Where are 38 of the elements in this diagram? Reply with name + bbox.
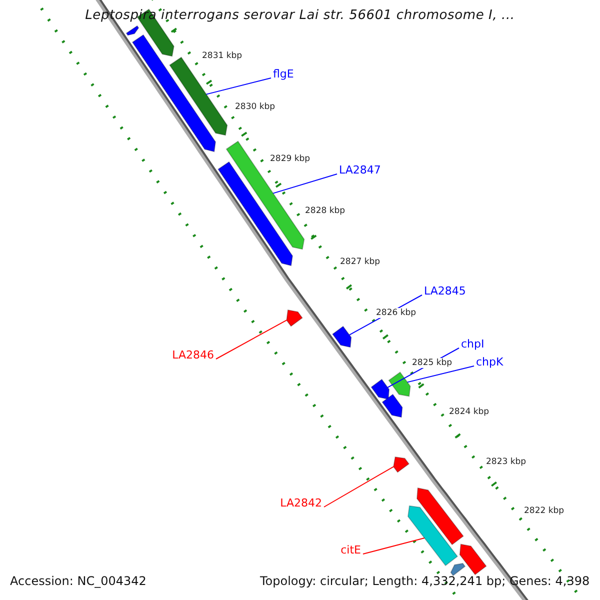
gene-feature — [218, 161, 294, 266]
gene-feature — [169, 56, 228, 136]
gene-feature — [286, 309, 303, 327]
position-label: 2831 kbp — [201, 51, 244, 61]
position-label: 2826 kbp — [375, 308, 418, 318]
position-label: 2827 kbp — [339, 257, 382, 267]
position-label: 2829 kbp — [269, 154, 312, 164]
leader-line — [216, 320, 288, 360]
position-label: 2824 kbp — [448, 407, 490, 417]
gene-feature — [382, 394, 403, 418]
position-label: 2823 kbp — [485, 457, 528, 467]
gene-label: LA2845 — [424, 284, 466, 298]
gene-feature — [450, 562, 466, 576]
position-label: 2822 kbp — [523, 506, 566, 516]
gene-label: citE — [340, 544, 361, 556]
position-label: 2825 kbp — [411, 358, 454, 368]
leader-line — [206, 78, 272, 95]
gene-feature — [332, 326, 352, 348]
gene-feature — [392, 456, 410, 473]
leader-line — [406, 366, 474, 383]
gene-label: LA2842 — [280, 496, 322, 510]
gene-label: LA2846 — [172, 348, 214, 362]
gene-feature — [459, 544, 487, 576]
gene-feature — [407, 505, 458, 566]
gene-label: flgE — [273, 68, 294, 80]
position-label: 2828 kbp — [304, 206, 346, 216]
map-info: Accession: NC_004342 — [10, 574, 146, 588]
gene-label: chpK — [476, 356, 504, 368]
leader-line — [362, 538, 425, 554]
gene-label: chpI — [461, 338, 484, 350]
gene-feature — [388, 372, 411, 397]
leader-line — [324, 466, 394, 508]
gene-feature — [126, 25, 140, 36]
leader-line — [272, 174, 338, 194]
gene-label: LA2847 — [339, 164, 381, 176]
gene-feature — [370, 378, 390, 400]
position-label: 2830 kbp — [234, 102, 276, 112]
gene-feature — [416, 487, 464, 546]
